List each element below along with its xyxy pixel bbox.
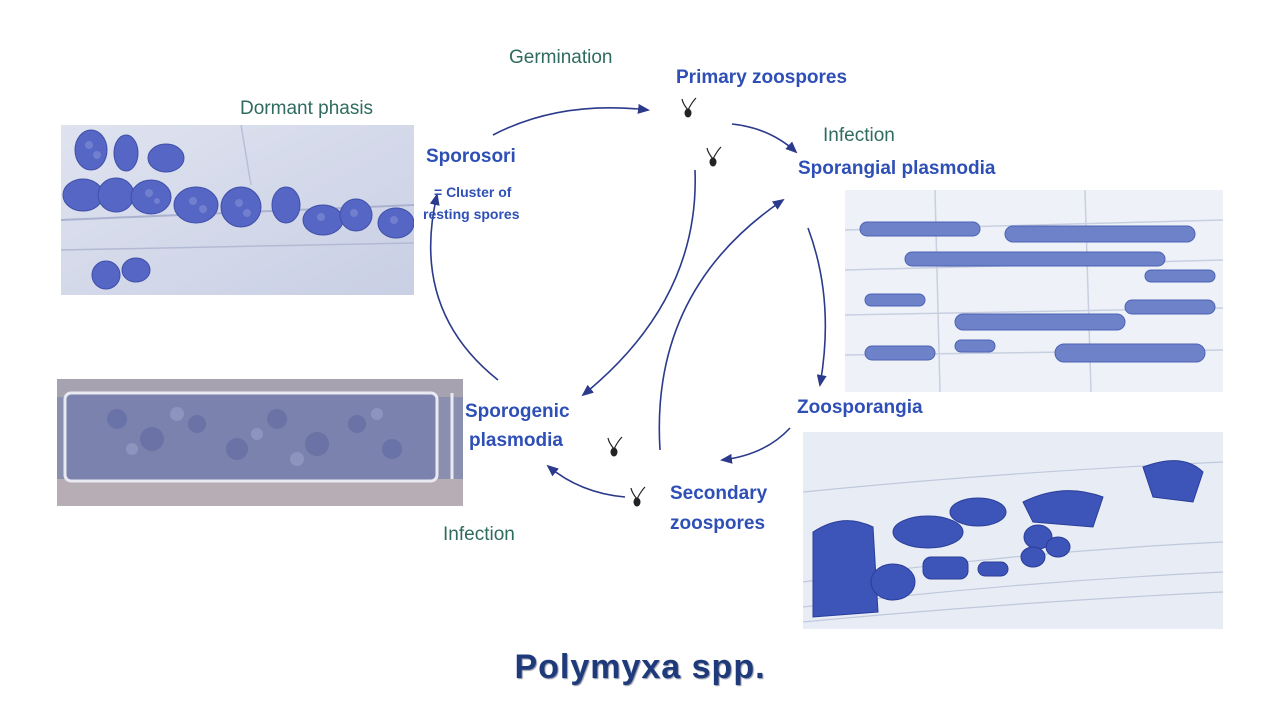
sporosori-note-line1: = Cluster of xyxy=(434,184,512,200)
sporogenic-micrograph xyxy=(57,379,463,506)
arrow-sporogenic-to-sporosori xyxy=(429,193,499,381)
sporangial-plasmodia-label: Sporangial plasmodia xyxy=(798,158,996,179)
sporosori-micrograph xyxy=(61,125,414,295)
sporosori-note-line2: resting spores xyxy=(423,206,520,222)
arrow-infection-top xyxy=(731,123,798,154)
zoosporangia-label: Zoosporangia xyxy=(797,397,923,418)
zoospore-icon xyxy=(630,486,646,507)
zoosporangia-micrograph xyxy=(803,432,1223,629)
sporogenic-plasmodia-label-line1: Sporogenic xyxy=(465,401,570,422)
primary-zoospores-label: Primary zoospores xyxy=(676,67,848,88)
infection-bottom-label: Infection xyxy=(443,524,515,545)
sporangial-micrograph xyxy=(845,190,1223,392)
zoospore-icon xyxy=(681,97,697,118)
arrow-infection-bottom xyxy=(546,464,626,498)
arrow-germination xyxy=(492,103,650,136)
sporogenic-plasmodia-label-line2: plasmodia xyxy=(469,430,563,451)
zoospore-icon xyxy=(706,146,722,167)
arrow-to-secondary-zoospores xyxy=(720,427,791,464)
infection-top-label: Infection xyxy=(823,125,895,146)
secondary-zoospores-label-line1: Secondary xyxy=(670,483,768,504)
arrow-primary-to-sporogenic xyxy=(581,169,696,397)
arrow-to-zoosporangia xyxy=(807,227,827,387)
secondary-zoospores-label-line2: zoospores xyxy=(670,513,766,534)
dormant-phasis-label: Dormant phasis xyxy=(240,98,374,119)
arrow-secondary-to-sporangial xyxy=(658,198,785,451)
germination-label: Germination xyxy=(509,47,613,68)
zoospore-icon xyxy=(607,436,623,457)
diagram-title: Polymyxa spp. xyxy=(514,648,766,686)
sporosori-label: Sporosori xyxy=(426,146,516,167)
